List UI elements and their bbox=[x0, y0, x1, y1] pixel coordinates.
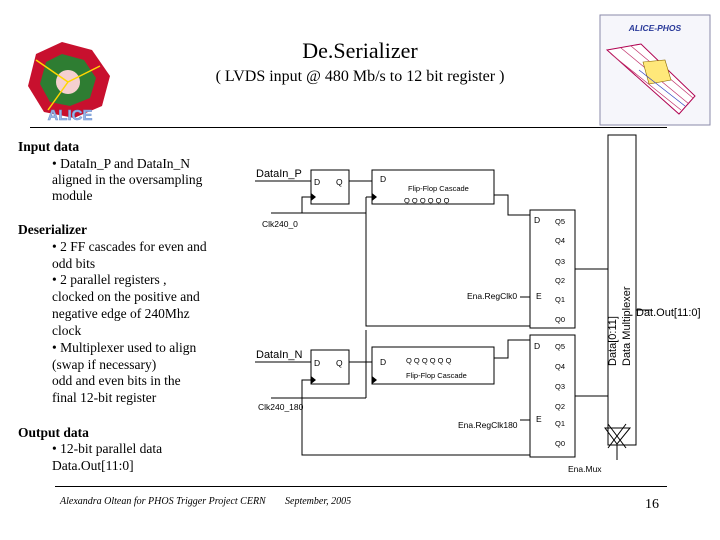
dataout-label: Dat.Out[11:0] bbox=[636, 307, 701, 319]
reg-bottom-q0: Q0 bbox=[555, 439, 565, 448]
datain-n-label: DataIn_N bbox=[256, 349, 303, 361]
ff-cascade-bottom bbox=[371, 346, 495, 385]
deserializer-line-9: odd and even bits in the bbox=[52, 373, 181, 388]
mux-enable-buffer bbox=[604, 427, 632, 445]
deserializer-heading: Deserializer bbox=[18, 222, 87, 237]
ff-top-q-label: Q bbox=[336, 177, 343, 187]
reg-bottom-q2: Q2 bbox=[555, 402, 565, 411]
input-data-line-2: aligned in the oversampling bbox=[52, 172, 203, 187]
data-multiplexer bbox=[607, 134, 637, 446]
clk0-wire bbox=[365, 213, 530, 327]
reg-top-q0: Q0 bbox=[555, 315, 565, 324]
cascade-top-q-label: Q Q Q Q Q Q bbox=[404, 196, 450, 205]
input-data-line-1: • DataIn_P and DataIn_N bbox=[52, 156, 191, 171]
output-data-line-2: Data.Out[11:0] bbox=[52, 458, 134, 473]
reg-top-q4: Q4 bbox=[555, 236, 565, 245]
reg-bottom-e-label: E bbox=[536, 414, 542, 424]
alice-phos-logo: ALICE-PHOS bbox=[599, 14, 711, 126]
slide-title: De.Serializer bbox=[302, 38, 418, 63]
phos-logo-text: ALICE-PHOS bbox=[628, 23, 682, 33]
cascade-bottom-q-label: Q Q Q Q Q Q bbox=[406, 356, 452, 365]
deserializer-line-6: clock bbox=[52, 323, 82, 338]
cascade-top-label: Flip-Flop Cascade bbox=[408, 184, 469, 193]
reg-top-q1: Q1 bbox=[555, 295, 565, 304]
footer-author: Alexandra Oltean for PHOS Trigger Projec… bbox=[60, 496, 266, 507]
mux-data-label: Data[0:11] bbox=[607, 316, 619, 366]
ena-regclk0-label: Ena.RegClk0 bbox=[467, 291, 517, 301]
flip-flop-bottom bbox=[310, 349, 350, 385]
reg-bottom-q5: Q5 bbox=[555, 342, 565, 351]
footer-divider bbox=[55, 486, 667, 487]
slide-subtitle: ( LVDS input @ 480 Mb/s to 12 bit regist… bbox=[215, 68, 505, 85]
deserializer-line-3: • 2 parallel registers , bbox=[52, 272, 167, 287]
reg-bottom-q4: Q4 bbox=[555, 362, 565, 371]
deserializer-line-7: • Multiplexer used to align bbox=[52, 340, 197, 355]
page-number: 16 bbox=[645, 497, 659, 512]
datain-p-label: DataIn_P bbox=[256, 168, 302, 180]
reg-bottom-d-label: D bbox=[534, 341, 540, 351]
deserializer-line-1: • 2 FF cascades for even and bbox=[52, 239, 207, 254]
reg-top-e-label: E bbox=[536, 291, 542, 301]
cascade-bottom-d-label: D bbox=[380, 357, 386, 367]
reg-bottom-q3: Q3 bbox=[555, 382, 565, 391]
register-clk0 bbox=[529, 209, 576, 329]
cascade-top-d-label: D bbox=[380, 174, 386, 184]
output-data-heading: Output data bbox=[18, 425, 89, 440]
output-data-line-1: • 12-bit parallel data bbox=[52, 441, 163, 456]
clk0-label: Clk240_0 bbox=[262, 219, 298, 229]
deserializer-line-10: final 12-bit register bbox=[52, 390, 157, 405]
ena-regclk180-label: Ena.RegClk180 bbox=[458, 420, 518, 430]
cascade-to-reg-top bbox=[494, 194, 530, 216]
clk180-label: Clk240_180 bbox=[258, 402, 304, 412]
ff-bottom-q-label: Q bbox=[336, 358, 343, 368]
reg-top-q3: Q3 bbox=[555, 257, 565, 266]
deserializer-line-2: odd bits bbox=[52, 256, 96, 271]
ena-mux-label: Ena.Mux bbox=[568, 464, 602, 474]
input-data-line-3: module bbox=[52, 188, 93, 203]
mux-name-label: Data Multiplexer bbox=[621, 286, 633, 366]
alice-logo: ALICE bbox=[28, 42, 110, 122]
alice-logo-text: ALICE bbox=[48, 107, 93, 122]
deserializer-line-5: negative edge of 240Mhz bbox=[52, 306, 190, 321]
cascade-bottom-label: Flip-Flop Cascade bbox=[406, 371, 467, 380]
deserializer-line-4: clocked on the positive and bbox=[52, 289, 200, 304]
ff-cascade-top bbox=[371, 169, 495, 205]
reg-bottom-q1: Q1 bbox=[555, 419, 565, 428]
ff-top-d-label: D bbox=[314, 177, 320, 187]
register-clk180 bbox=[529, 334, 576, 458]
footer-date: September, 2005 bbox=[285, 496, 352, 507]
cascade-to-reg-bottom bbox=[494, 339, 530, 359]
title-divider bbox=[30, 127, 667, 128]
reg-top-q2: Q2 bbox=[555, 276, 565, 285]
reg-top-d-label: D bbox=[534, 215, 540, 225]
ff-bottom-d-label: D bbox=[314, 358, 320, 368]
reg-top-q5: Q5 bbox=[555, 217, 565, 226]
deserializer-line-8: (swap if necessary) bbox=[52, 357, 157, 372]
input-data-heading: Input data bbox=[18, 139, 80, 154]
clk180-wire bbox=[301, 398, 530, 456]
flip-flop-top bbox=[310, 169, 350, 205]
